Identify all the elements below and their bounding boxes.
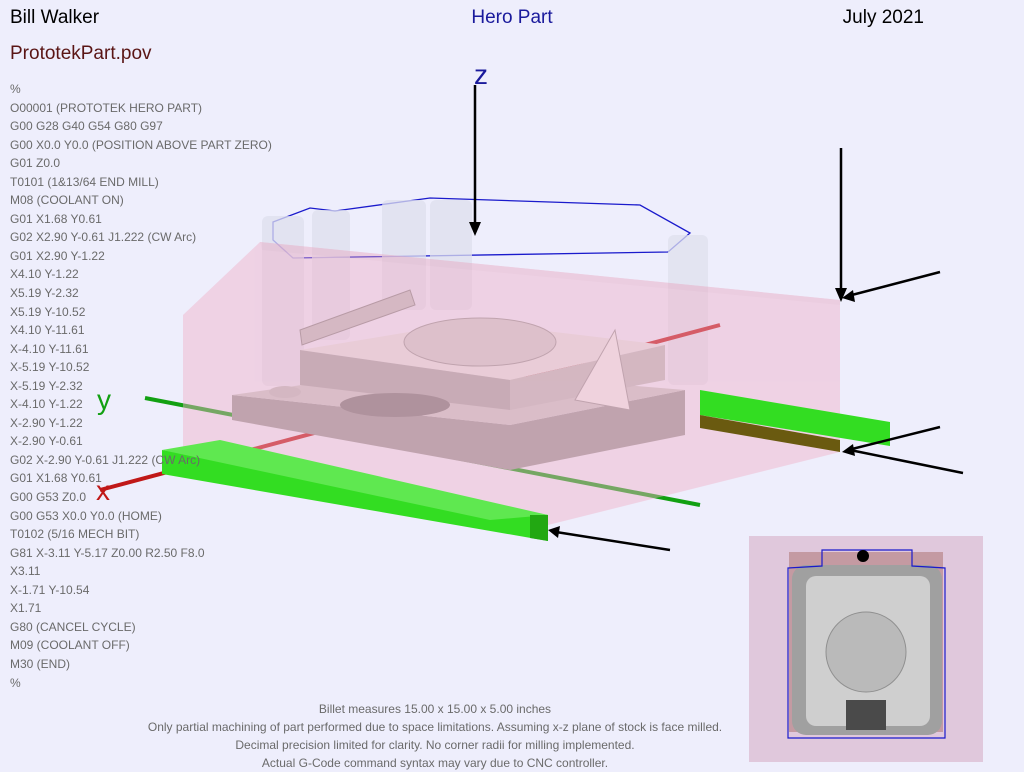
- gcode-line: G00 G28 G40 G54 G80 G97: [10, 119, 163, 134]
- gcode-line: O00001 (PROTOTEK HERO PART): [10, 100, 203, 115]
- note-line: Decimal precision limited for clarity. N…: [235, 738, 635, 752]
- gcode-listing: % O00001 (PROTOTEK HERO PART) G00 G28 G40 …: [10, 80, 272, 692]
- gcode-line: %: [10, 82, 21, 96]
- y-axis-label: y: [97, 384, 111, 415]
- gcode-line: G80 (CANCEL CYCLE): [10, 619, 136, 634]
- gcode-line: X4.10 Y-11.61: [10, 323, 85, 338]
- tool-cylinders: [262, 200, 708, 386]
- gcode-line: G81 X-3.11 Y-5.17 Z0.00 R2.50 F8.0: [10, 545, 205, 560]
- gcode-line: G01 Z0.0: [10, 156, 61, 171]
- gcode-line: X-5.19 Y-10.52: [10, 360, 90, 375]
- gcode-line: G00 G53 Z0.0: [10, 490, 87, 505]
- note-line: Only partial machining of part performed…: [147, 720, 723, 734]
- gcode-line: X-2.90 Y-1.22: [10, 415, 83, 430]
- z-axis-label: z: [474, 59, 488, 90]
- gcode-line: X3.11: [10, 564, 41, 579]
- gcode-line: G02 X-2.90 Y-0.61 J1.222 (CW Arc): [10, 452, 201, 467]
- gcode-line: X4.10 Y-1.22: [10, 267, 79, 282]
- gcode-line: X-4.10 Y-1.22: [10, 397, 83, 412]
- gcode-line: G01 X1.68 Y0.61: [10, 211, 102, 226]
- gcode-line: X1.71: [10, 601, 42, 616]
- file-name: PrototekPart.pov: [10, 43, 152, 64]
- arrows: [469, 85, 964, 552]
- note-line: Actual G-Code command syntax may vary du…: [261, 756, 609, 770]
- gcode-line: G01 X2.90 Y-1.22: [10, 248, 105, 263]
- gcode-line: X-1.71 Y-10.54: [10, 582, 90, 597]
- date-label: July 2021: [842, 7, 924, 28]
- gcode-line: %: [10, 675, 21, 690]
- gcode-line: X-2.90 Y-0.61: [10, 434, 83, 449]
- gcode-line: M08 (COOLANT ON): [10, 193, 124, 208]
- inset-top-view: [749, 536, 983, 762]
- gcode-line: M09 (COOLANT OFF): [10, 638, 130, 653]
- gcode-line: G02 X2.90 Y-0.61 J1.222 (CW Arc): [10, 230, 197, 245]
- gcode-line: G00 X0.0 Y0.0 (POSITION ABOVE PART ZERO): [10, 137, 272, 152]
- gcode-line: X5.19 Y-2.32: [10, 286, 79, 301]
- author-name: Bill Walker: [10, 7, 100, 28]
- note-line: Billet measures 15.00 x 15.00 x 5.00 inc…: [318, 702, 552, 716]
- gcode-line: X-4.10 Y-11.61: [10, 341, 89, 356]
- gcode-line: G00 G53 X0.0 Y0.0 (HOME): [10, 508, 162, 523]
- gcode-line: X-5.19 Y-2.32: [10, 378, 83, 393]
- gcode-line: X5.19 Y-10.52: [10, 304, 86, 319]
- gcode-line: G01 X1.68 Y0.61: [10, 471, 102, 486]
- fixture-rails: [162, 390, 890, 541]
- footnotes: Billet measures 15.00 x 15.00 x 5.00 inc…: [0, 700, 870, 772]
- x-axis-label: x: [96, 475, 110, 506]
- page-title: Hero Part: [471, 7, 553, 28]
- gcode-line: M30 (END): [10, 656, 71, 671]
- machined-part: [232, 289, 685, 470]
- gcode-line: T0101 (1&13/64 END MILL): [10, 174, 159, 189]
- gcode-line: T0102 (5/16 MECH BIT): [10, 527, 140, 542]
- stock-billet: [183, 242, 840, 525]
